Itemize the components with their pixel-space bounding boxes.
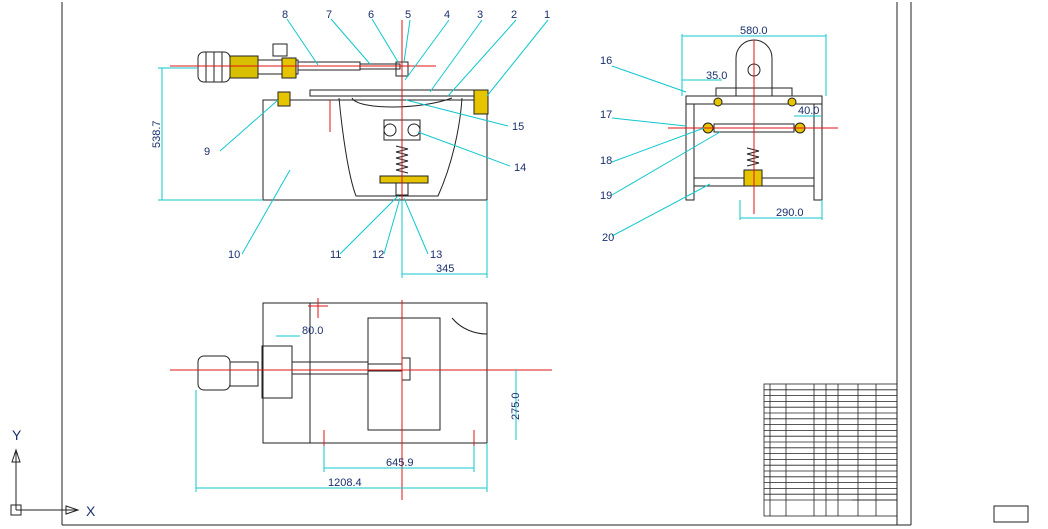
part-label-5: 5 [405, 9, 411, 21]
front-view [170, 20, 489, 210]
plan-view [170, 298, 552, 500]
dim-side-offset: 35.0 [706, 70, 727, 82]
dim-side-bottom: 290.0 [776, 207, 804, 219]
part-number-labels: 8 7 6 5 4 3 2 1 9 10 11 12 13 14 15 16 1… [204, 9, 614, 261]
part-label-8: 8 [282, 9, 288, 21]
side-view [668, 39, 838, 214]
table-rows [764, 389, 897, 501]
dimension-labels: 538.7 345 580.0 35.0 40.0 290.0 80.0 275… [151, 25, 819, 489]
part-label-17: 17 [600, 109, 612, 121]
title-block-box [993, 505, 1029, 523]
ucs-x-label: X [86, 503, 96, 519]
ucs-icon [10, 448, 80, 516]
parts-list-table[interactable] [763, 383, 898, 517]
part-label-4: 4 [444, 9, 450, 21]
dim-plan-depth: 275.0 [510, 392, 522, 420]
part-label-19: 19 [600, 190, 612, 202]
part-label-1: 1 [544, 9, 550, 21]
front-dimension-lines [158, 67, 488, 278]
part-label-18: 18 [600, 155, 612, 167]
dim-front-width: 345 [436, 263, 454, 275]
ucs-y-label: Y [12, 427, 22, 443]
part-label-11: 11 [330, 249, 341, 261]
part-label-3: 3 [477, 9, 483, 21]
part-label-14: 14 [514, 162, 526, 174]
dim-side-top: 580.0 [740, 25, 768, 37]
part-label-7: 7 [326, 9, 332, 21]
dim-front-height: 538.7 [151, 120, 163, 148]
part-label-20: 20 [602, 232, 614, 244]
plan-dimension-lines [195, 335, 517, 492]
front-leader-lines [219, 18, 549, 255]
part-label-16: 16 [600, 55, 612, 67]
part-label-13: 13 [430, 249, 442, 261]
dim-plan-inner: 645.9 [386, 457, 414, 469]
part-label-10: 10 [228, 249, 240, 261]
dim-plan-total: 1208.4 [328, 477, 362, 489]
part-label-6: 6 [368, 9, 374, 21]
part-label-9: 9 [204, 146, 210, 158]
part-label-2: 2 [511, 9, 517, 21]
dim-side-small: 40.0 [798, 105, 819, 117]
side-dimension-lines [611, 34, 827, 237]
dim-plan-small: 80.0 [302, 325, 323, 337]
part-label-15: 15 [512, 121, 524, 133]
part-label-12: 12 [372, 249, 384, 261]
